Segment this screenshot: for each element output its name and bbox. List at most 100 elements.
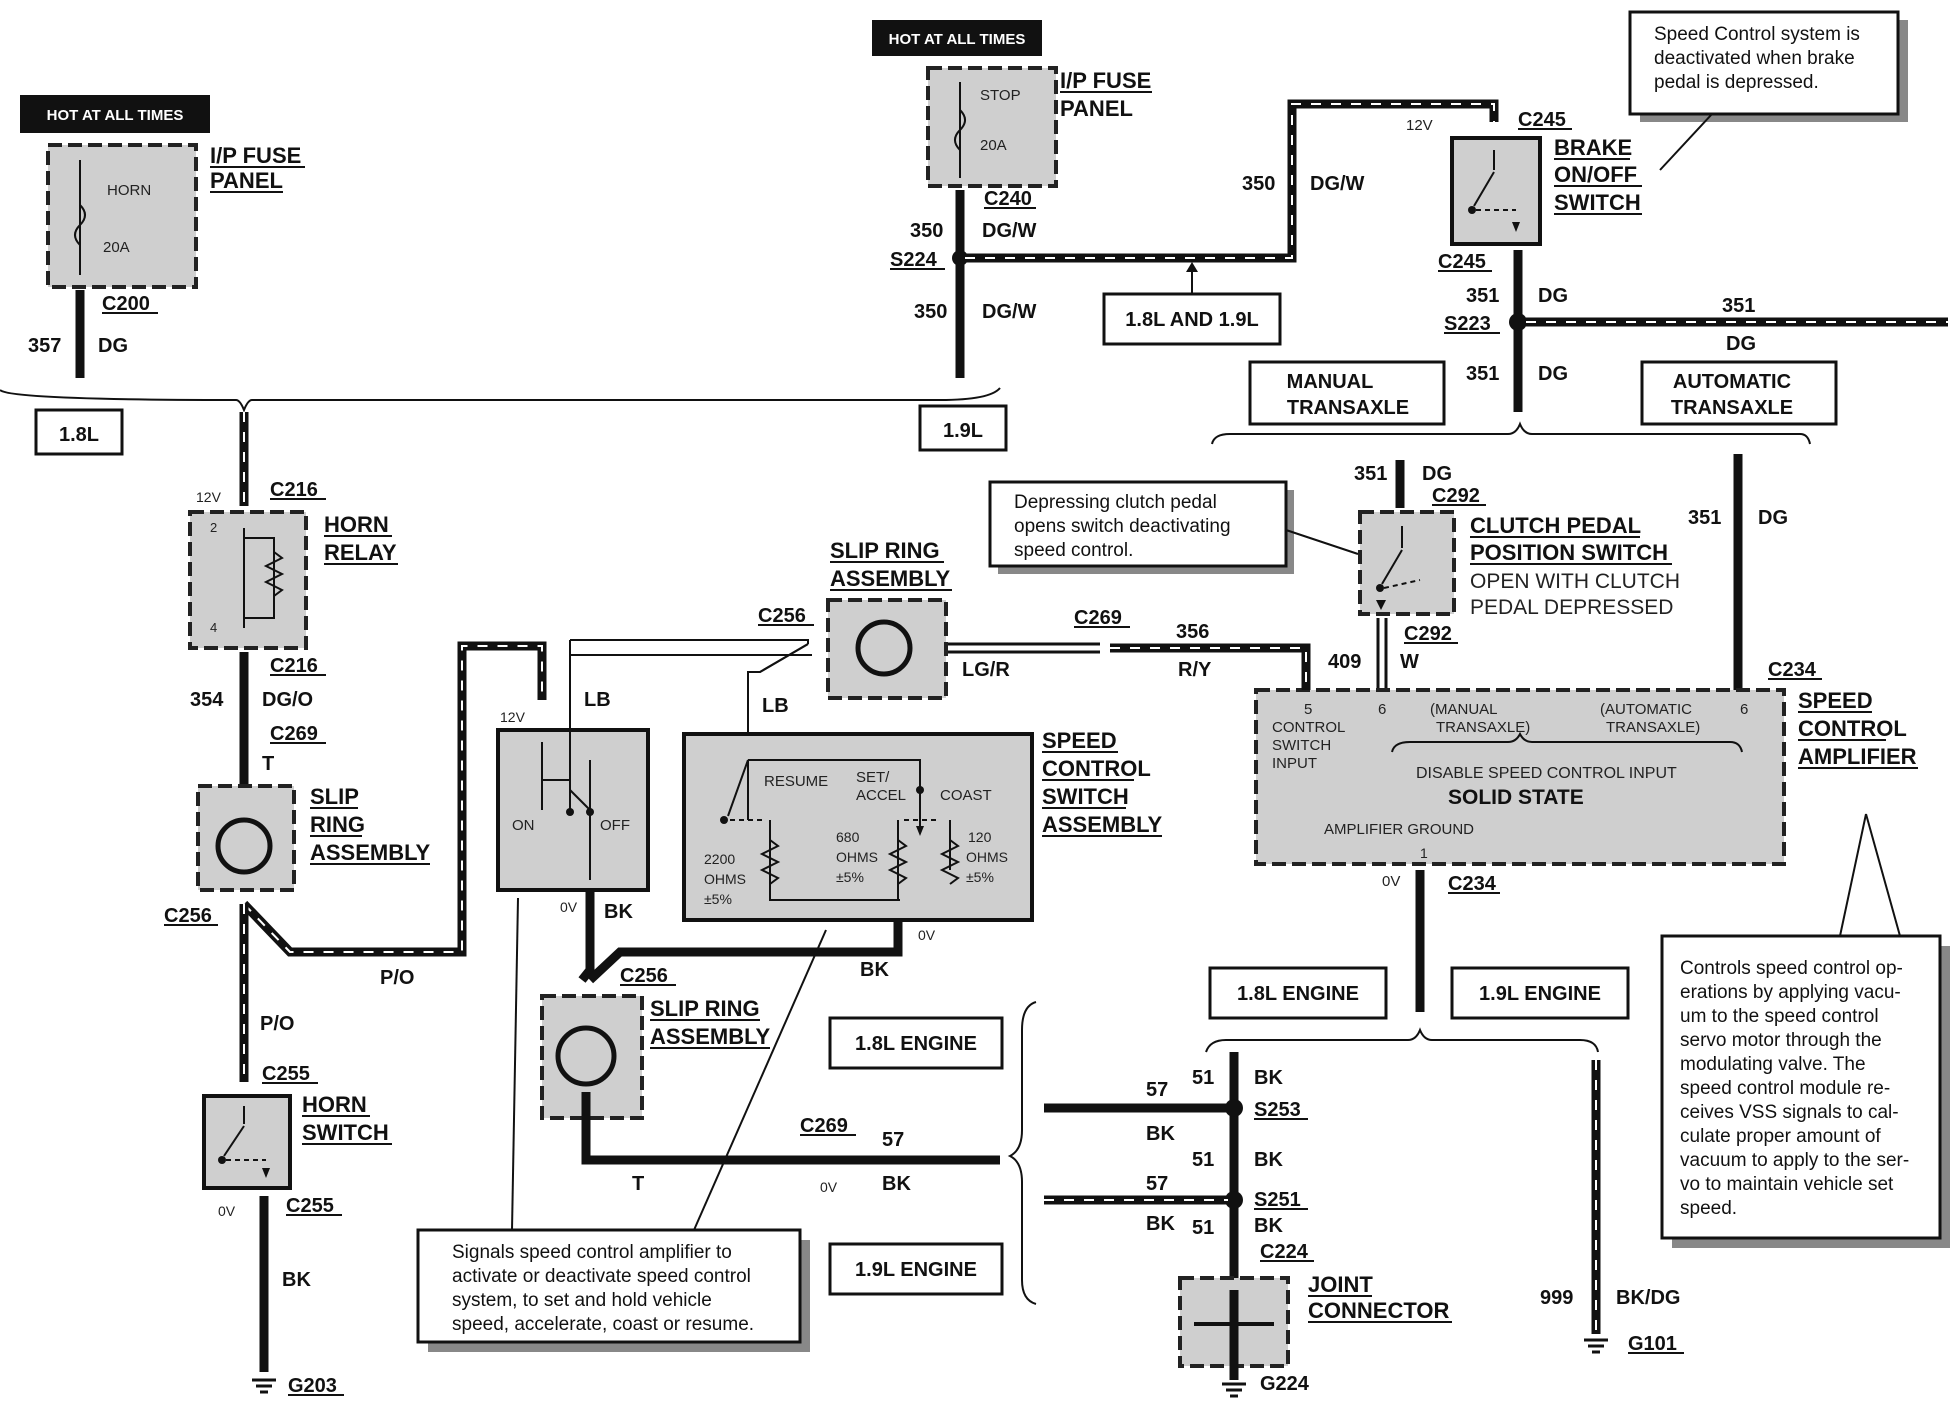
svg-text:1.9L ENGINE: 1.9L ENGINE bbox=[1479, 983, 1601, 1005]
fuse-icon bbox=[954, 109, 966, 151]
svg-text:INPUT: INPUT bbox=[1272, 755, 1317, 772]
svg-text:SWITCH: SWITCH bbox=[302, 1120, 389, 1145]
svg-text:57: 57 bbox=[882, 1129, 904, 1151]
svg-text:CONTROL: CONTROL bbox=[1042, 756, 1151, 781]
ground-g224-icon bbox=[1222, 1382, 1246, 1398]
note-controls: Controls speed control op- erations by a… bbox=[1660, 813, 1950, 1248]
svg-text:ASSEMBLY: ASSEMBLY bbox=[830, 566, 951, 591]
svg-text:TRANSAXLE): TRANSAXLE) bbox=[1436, 719, 1530, 736]
svg-text:C269: C269 bbox=[270, 723, 318, 745]
svg-text:C256: C256 bbox=[758, 605, 806, 627]
svg-text:HORN: HORN bbox=[107, 182, 151, 199]
svg-text:6: 6 bbox=[1740, 701, 1748, 718]
svg-text:350: 350 bbox=[914, 301, 947, 323]
svg-text:351: 351 bbox=[1466, 285, 1499, 307]
svg-text:SPEED: SPEED bbox=[1798, 688, 1873, 713]
svg-text:BK: BK bbox=[1254, 1215, 1283, 1237]
ground-g203-icon bbox=[252, 1378, 276, 1394]
svg-text:1.8L AND 1.9L: 1.8L AND 1.9L bbox=[1125, 309, 1258, 331]
svg-text:356: 356 bbox=[1176, 621, 1209, 643]
svg-text:Speed Control system is: Speed Control system is deactivated when… bbox=[1654, 24, 1865, 93]
svg-text:BK: BK bbox=[604, 901, 633, 923]
svg-text:RESUME: RESUME bbox=[764, 773, 828, 790]
svg-text:±5%: ±5% bbox=[704, 891, 732, 907]
svg-text:SWITCH: SWITCH bbox=[1042, 784, 1129, 809]
svg-text:OPEN WITH CLUTCH: OPEN WITH CLUTCH bbox=[1470, 570, 1680, 593]
svg-text:C216: C216 bbox=[270, 479, 318, 501]
svg-text:S223: S223 bbox=[1444, 313, 1491, 335]
svg-text:RING: RING bbox=[310, 812, 365, 837]
svg-text:PANEL: PANEL bbox=[1060, 96, 1133, 121]
svg-text:51: 51 bbox=[1192, 1149, 1214, 1171]
svg-text:P/O: P/O bbox=[380, 967, 414, 989]
svg-text:5: 5 bbox=[1304, 701, 1312, 718]
svg-text:C292: C292 bbox=[1432, 485, 1480, 507]
svg-text:0V: 0V bbox=[218, 1203, 236, 1219]
svg-text:DG/W: DG/W bbox=[982, 301, 1037, 323]
clutch-pedal-position-switch bbox=[1358, 510, 1456, 616]
svg-text:DG/W: DG/W bbox=[1310, 173, 1365, 195]
svg-text:0V: 0V bbox=[918, 927, 936, 943]
svg-text:STOP: STOP bbox=[980, 87, 1021, 104]
fuse-panel-center: STOP 20A I/P FUSE PANEL bbox=[926, 66, 1152, 188]
svg-text:AMPLIFIER GROUND: AMPLIFIER GROUND bbox=[1324, 821, 1474, 838]
svg-text:ON: ON bbox=[512, 817, 535, 834]
svg-text:C269: C269 bbox=[1074, 607, 1122, 629]
svg-text:HOT AT ALL TIMES: HOT AT ALL TIMES bbox=[889, 31, 1026, 48]
engine-bracket-mid bbox=[1007, 1001, 1037, 1305]
svg-text:COAST: COAST bbox=[940, 787, 992, 804]
svg-text:BK: BK bbox=[282, 1269, 311, 1291]
wire-lb-1 bbox=[569, 640, 812, 656]
svg-text:4: 4 bbox=[210, 620, 217, 635]
svg-text:C256: C256 bbox=[164, 905, 212, 927]
svg-text:CLUTCH PEDAL: CLUTCH PEDAL bbox=[1470, 513, 1641, 538]
engine-bracket-right bbox=[1205, 1027, 1599, 1053]
svg-text:CONTROL: CONTROL bbox=[1798, 716, 1907, 741]
svg-text:LB: LB bbox=[762, 695, 789, 717]
wire-po bbox=[240, 641, 547, 957]
svg-text:C269: C269 bbox=[800, 1115, 848, 1137]
svg-text:LB: LB bbox=[584, 689, 611, 711]
svg-text:LG/R: LG/R bbox=[962, 659, 1010, 681]
svg-text:AUTOMATIC: AUTOMATIC bbox=[1673, 371, 1791, 393]
svg-text:DG: DG bbox=[1538, 363, 1568, 385]
svg-text:OFF: OFF bbox=[600, 817, 630, 834]
brake-onoff-switch: 12V C245 BRAKE ON/OFF SWITCH C245 bbox=[1406, 109, 1642, 273]
svg-text:±5%: ±5% bbox=[966, 869, 994, 885]
svg-text:ACCEL: ACCEL bbox=[856, 787, 906, 804]
svg-text:TRANSAXLE): TRANSAXLE) bbox=[1606, 719, 1700, 736]
svg-text:354: 354 bbox=[190, 689, 224, 711]
svg-text:C245: C245 bbox=[1438, 251, 1486, 273]
svg-text:C256: C256 bbox=[620, 965, 668, 987]
svg-text:PEDAL DEPRESSED: PEDAL DEPRESSED bbox=[1470, 596, 1673, 619]
splice-s224-dot bbox=[952, 250, 968, 266]
svg-text:W: W bbox=[1400, 651, 1419, 673]
svg-text:ASSEMBLY: ASSEMBLY bbox=[310, 840, 431, 865]
variant-box-18-19: 1.8L AND 1.9L bbox=[1102, 292, 1282, 346]
svg-text:C240: C240 bbox=[984, 188, 1032, 210]
svg-text:0V: 0V bbox=[560, 899, 578, 915]
svg-text:R/Y: R/Y bbox=[1178, 659, 1212, 681]
svg-text:CONNECTOR: CONNECTOR bbox=[1308, 1298, 1449, 1323]
svg-text:HOT AT ALL TIMES: HOT AT ALL TIMES bbox=[47, 107, 184, 124]
svg-text:JOINT: JOINT bbox=[1308, 1272, 1373, 1297]
svg-text:2200: 2200 bbox=[704, 851, 735, 867]
svg-text:S253: S253 bbox=[1254, 1099, 1301, 1121]
svg-text:(MANUAL: (MANUAL bbox=[1430, 701, 1498, 718]
svg-text:T: T bbox=[632, 1173, 644, 1195]
svg-text:BK: BK bbox=[1254, 1067, 1283, 1089]
svg-text:T: T bbox=[262, 753, 274, 775]
svg-text:680: 680 bbox=[836, 829, 860, 845]
hot-label-center: HOT AT ALL TIMES bbox=[872, 20, 1042, 56]
slip-ring-top bbox=[826, 598, 948, 700]
svg-text:57: 57 bbox=[1146, 1079, 1168, 1101]
engine-18-label-top: 1.8L bbox=[34, 408, 124, 456]
svg-text:DG: DG bbox=[1758, 507, 1788, 529]
svg-text:ON/OFF: ON/OFF bbox=[1554, 162, 1637, 187]
automatic-transaxle-label: AUTOMATIC TRANSAXLE bbox=[1640, 360, 1838, 426]
svg-text:6: 6 bbox=[1378, 701, 1386, 718]
svg-text:12V: 12V bbox=[196, 489, 222, 505]
slip-ring-left bbox=[196, 784, 296, 892]
svg-text:SOLID STATE: SOLID STATE bbox=[1448, 786, 1584, 809]
svg-text:120: 120 bbox=[968, 829, 992, 845]
